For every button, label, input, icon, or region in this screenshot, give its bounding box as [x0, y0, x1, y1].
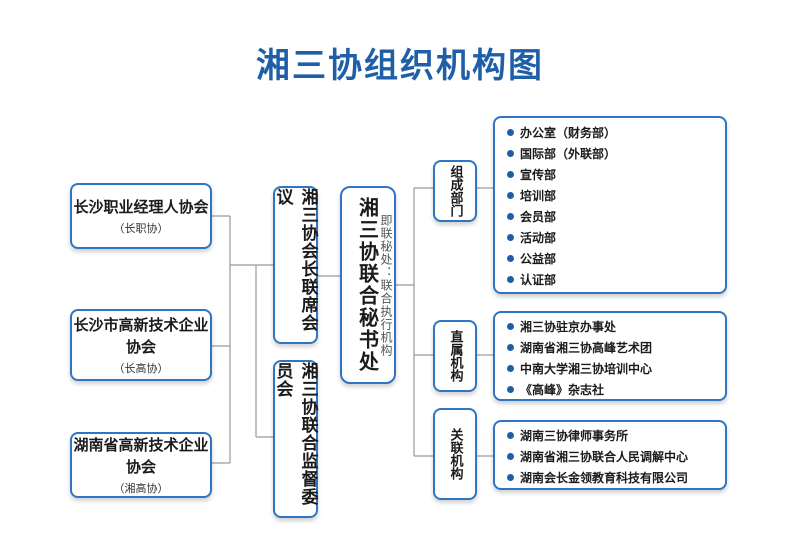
- list-item: 湖南会长金领教育科技有限公司: [507, 467, 725, 488]
- list-item-label: 会员部: [520, 210, 557, 224]
- list-item: 湖南省湘三协联合人民调解中心: [507, 446, 725, 467]
- bullet-icon: [507, 150, 514, 157]
- association-name: 湖南省高新技术企业协会: [73, 436, 209, 476]
- supervisory-committee-box: 湘三协联合监督委员会: [273, 360, 318, 518]
- bullet-icon: [507, 344, 514, 351]
- bullet-icon: [507, 453, 514, 460]
- departments-list-box: 办公室（财务部） 国际部（外联部） 宣传部 培训部 会员部 活动部 公益部 认证…: [493, 116, 727, 294]
- association-name: 长沙市高新技术企业协会: [73, 316, 209, 356]
- list-item: 公益部: [507, 248, 725, 269]
- bullet-icon: [507, 255, 514, 262]
- list-item-label: 《高峰》杂志社: [520, 383, 605, 397]
- list-item-label: 湘三协驻京办事处: [520, 320, 617, 334]
- list-item: 办公室（财务部）: [507, 122, 725, 143]
- list-item: 中南大学湘三协培训中心: [507, 358, 725, 379]
- list-item: 《高峰》杂志社: [507, 379, 725, 400]
- bullet-icon: [507, 234, 514, 241]
- associated-orgs-list-box: 湖南三协律师事务所 湖南省湘三协联合人民调解中心 湖南会长金领教育科技有限公司: [493, 420, 727, 490]
- list-item-label: 湖南省湘三协联合人民调解中心: [520, 450, 689, 464]
- list-item: 湖南三协律师事务所: [507, 425, 725, 446]
- list-item: 会员部: [507, 206, 725, 227]
- list-item-label: 认证部: [520, 273, 557, 287]
- association-abbr: （长职协）: [113, 222, 169, 235]
- category-associated-orgs: 关联机构: [433, 408, 477, 500]
- list-item-label: 湖南会长金领教育科技有限公司: [520, 471, 689, 485]
- list-item: 湘三协驻京办事处: [507, 316, 725, 337]
- list-item-label: 公益部: [520, 252, 557, 266]
- association-box-xianggaoxie: 湖南省高新技术企业协会 （湘高协）: [70, 432, 212, 498]
- direct-affiliates-list: 湘三协驻京办事处 湖南省湘三协高峰艺术团 中南大学湘三协培训中心 《高峰》杂志社: [507, 316, 725, 400]
- association-abbr: （长高协）: [113, 362, 169, 375]
- list-item: 国际部（外联部）: [507, 143, 725, 164]
- bullet-icon: [507, 213, 514, 220]
- bullet-icon: [507, 386, 514, 393]
- chart-title: 湘三协组织机构图: [256, 46, 544, 86]
- list-item-label: 湖南三协律师事务所: [520, 429, 629, 443]
- category-departments: 组成部门: [433, 160, 477, 222]
- association-box-changgaoxie: 长沙市高新技术企业协会 （长高协）: [70, 309, 212, 381]
- list-item: 湖南省湘三协高峰艺术团: [507, 337, 725, 358]
- list-item-label: 活动部: [520, 231, 557, 245]
- associated-orgs-list: 湖南三协律师事务所 湖南省湘三协联合人民调解中心 湖南会长金领教育科技有限公司: [507, 425, 725, 488]
- departments-list: 办公室（财务部） 国际部（外联部） 宣传部 培训部 会员部 活动部 公益部 认证…: [507, 122, 725, 290]
- secretariat-note: 即联秘处：联合执行机构: [379, 214, 393, 357]
- list-item: 活动部: [507, 227, 725, 248]
- bullet-icon: [507, 171, 514, 178]
- bullet-icon: [507, 276, 514, 283]
- association-name: 长沙职业经理人协会: [73, 198, 209, 216]
- association-abbr: （湘高协）: [113, 482, 169, 495]
- secretariat-box: 湘三协联合秘书处: [340, 186, 396, 384]
- joint-council-box: 湘三协会长联席会议: [273, 186, 318, 344]
- list-item-label: 办公室（财务部）: [520, 126, 617, 140]
- bullet-icon: [507, 129, 514, 136]
- direct-affiliates-list-box: 湘三协驻京办事处 湖南省湘三协高峰艺术团 中南大学湘三协培训中心 《高峰》杂志社: [493, 311, 727, 401]
- bullet-icon: [507, 323, 514, 330]
- list-item-label: 中南大学湘三协培训中心: [520, 362, 653, 376]
- list-item: 宣传部: [507, 164, 725, 185]
- list-item: 培训部: [507, 185, 725, 206]
- bullet-icon: [507, 365, 514, 372]
- bullet-icon: [507, 474, 514, 481]
- list-item: 认证部: [507, 269, 725, 290]
- list-item-label: 国际部（外联部）: [520, 147, 617, 161]
- bullet-icon: [507, 432, 514, 439]
- list-item-label: 宣传部: [520, 168, 557, 182]
- list-item-label: 培训部: [520, 189, 557, 203]
- association-box-changzhixie: 长沙职业经理人协会 （长职协）: [70, 183, 212, 249]
- list-item-label: 湖南省湘三协高峰艺术团: [520, 341, 653, 355]
- bullet-icon: [507, 192, 514, 199]
- category-direct-affiliates: 直属机构: [433, 320, 477, 392]
